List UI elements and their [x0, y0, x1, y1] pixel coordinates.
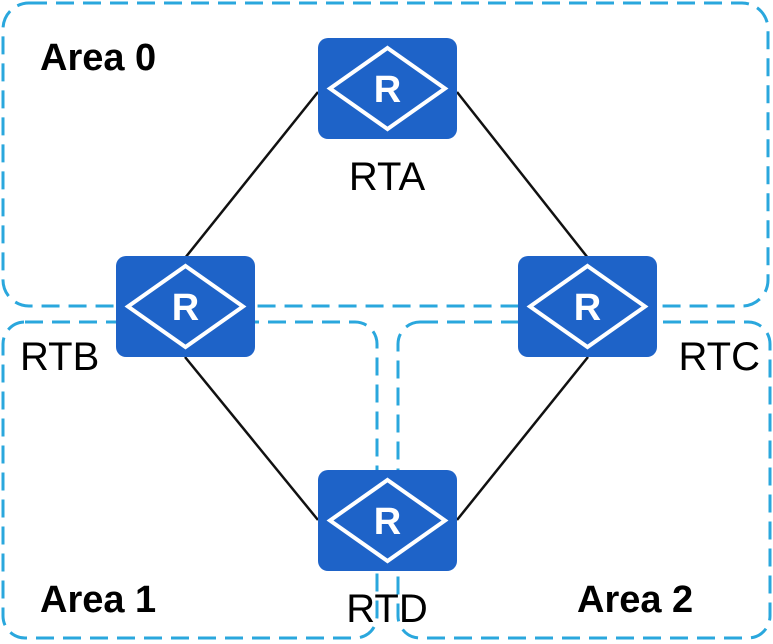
- router-symbol: R: [574, 287, 601, 329]
- router-icon: R: [116, 256, 255, 357]
- router-label-rtb: RTB: [20, 335, 99, 379]
- area-labels: Area 0 Area 1 Area 2: [40, 37, 693, 621]
- router-label-rta: RTA: [349, 155, 426, 199]
- router-icon: R: [318, 38, 457, 139]
- router-symbol: R: [374, 69, 401, 111]
- area-label-0: Area 0: [40, 37, 156, 79]
- router-rtc[interactable]: R RTC: [518, 256, 760, 379]
- router-label-rtd: RTD: [346, 587, 427, 631]
- router-symbol: R: [172, 287, 199, 329]
- area-label-1: Area 1: [40, 579, 156, 621]
- link-rta-rtb: [184, 91, 319, 259]
- router-rtd[interactable]: R RTD: [318, 470, 457, 631]
- router-symbol: R: [374, 501, 401, 543]
- router-rtb[interactable]: R RTB: [20, 256, 255, 379]
- routers: R RTA R RTB R RTC R: [20, 38, 760, 631]
- router-label-rtc: RTC: [679, 335, 760, 379]
- router-rta[interactable]: R RTA: [318, 38, 457, 199]
- link-rtb-rtd: [184, 356, 319, 521]
- link-rtc-rtd: [456, 356, 589, 521]
- router-icon: R: [318, 470, 457, 571]
- area-label-2: Area 2: [577, 579, 693, 621]
- link-rta-rtc: [456, 91, 589, 259]
- router-icon: R: [518, 256, 657, 357]
- links: [184, 91, 589, 521]
- area-0-boundary: [1, 1, 770, 308]
